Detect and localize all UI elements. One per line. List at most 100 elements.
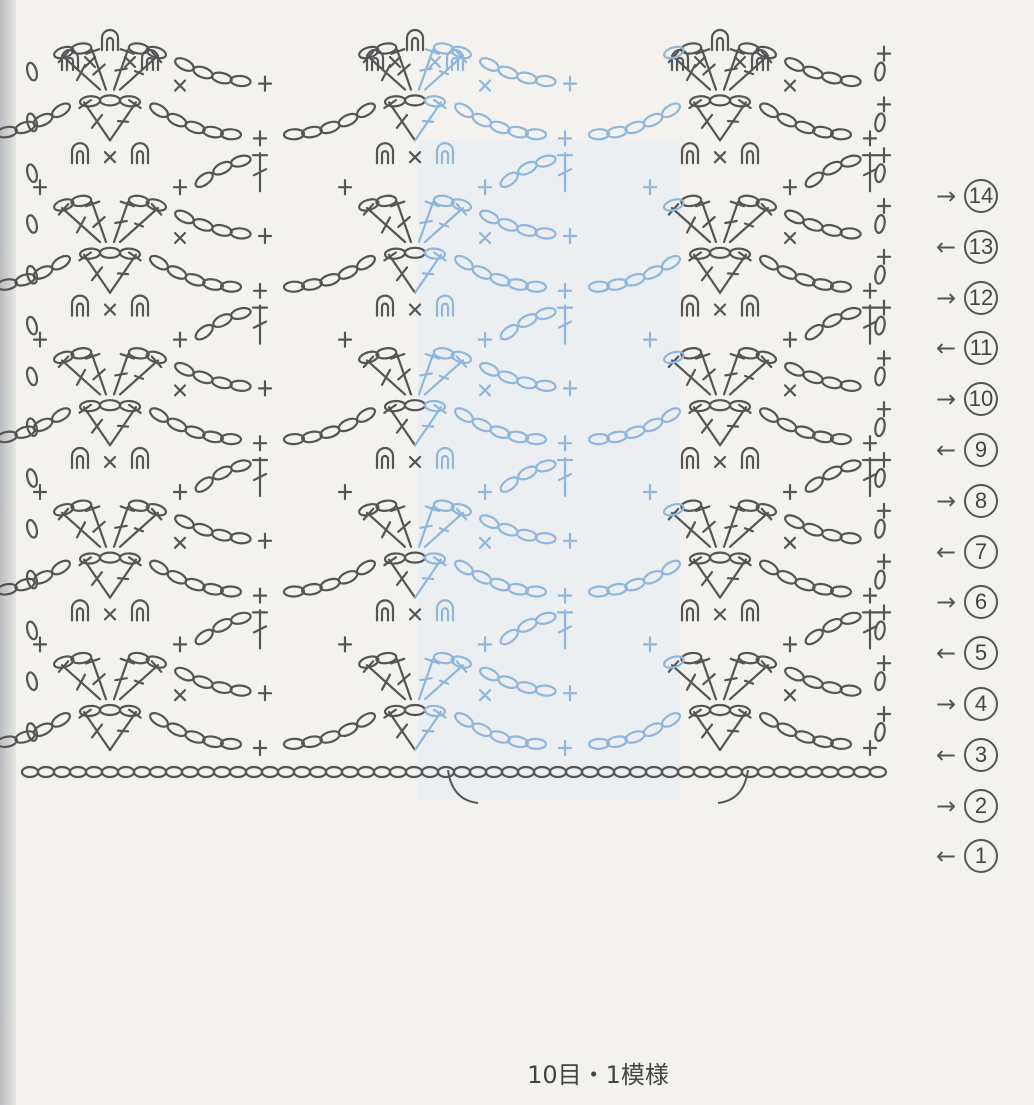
chain-stitch — [728, 247, 752, 260]
single-crochet-stitch — [252, 587, 268, 604]
row-label-7: ←7 — [928, 534, 1028, 570]
chain-stitch — [219, 280, 243, 293]
single-crochet-stitch — [876, 350, 892, 367]
chain-stitch — [524, 432, 548, 446]
picot-loop — [435, 599, 455, 622]
treble-stitch — [718, 556, 752, 599]
chain-stitch — [14, 120, 36, 135]
treble-stitch — [112, 352, 135, 396]
chain-stitch — [708, 94, 732, 107]
treble-stitch — [556, 609, 574, 650]
treble-stitch — [108, 403, 142, 447]
single-crochet-stitch — [876, 451, 892, 469]
single-crochet-stitch — [642, 483, 658, 501]
slip-stitch-cross — [173, 689, 187, 702]
chain-stitch — [358, 502, 380, 517]
treble-stitch — [695, 657, 718, 701]
treble-stitch — [251, 456, 269, 498]
foundation-chain — [692, 765, 712, 779]
row-number: 7 — [964, 534, 998, 569]
single-crochet-stitch — [876, 299, 892, 316]
foundation-chain — [132, 765, 152, 779]
single-crochet-stitch — [562, 532, 578, 549]
chain-stitch — [606, 582, 628, 596]
picot-loop — [70, 294, 90, 317]
picot-loop — [60, 48, 80, 72]
chain-stitch — [534, 74, 557, 88]
chain-stitch — [829, 737, 853, 751]
picot-loop — [130, 142, 150, 165]
chain-stitch — [820, 223, 843, 237]
chain-stitch — [499, 171, 519, 189]
slip-stitch-cross — [713, 151, 727, 164]
foundation-chain — [68, 765, 88, 779]
treble-stitch — [383, 251, 417, 294]
chain-stitch — [174, 514, 195, 530]
chain-stitch — [784, 57, 805, 72]
chain-stitch — [210, 223, 233, 237]
chain-stitch — [587, 280, 611, 293]
chain-stitch — [337, 417, 359, 433]
single-crochet-stitch — [257, 532, 273, 549]
picot-inner — [685, 302, 695, 317]
row-number: 12 — [964, 280, 998, 315]
foundation-chain — [164, 765, 184, 779]
picot-loop — [680, 142, 700, 165]
single-crochet-stitch — [876, 147, 892, 164]
chain-stitch — [728, 399, 752, 413]
chain-stitch — [663, 655, 685, 669]
chain-stitch — [14, 730, 36, 744]
foundation-chain — [196, 765, 216, 779]
chain-stitch — [202, 582, 224, 596]
chain-stitch — [184, 273, 206, 287]
treble-stitch — [413, 251, 447, 294]
picot-loop — [365, 48, 385, 72]
chain-stitch — [210, 528, 233, 542]
chain-stitch — [794, 577, 816, 592]
chain-stitch — [202, 125, 224, 139]
chain-stitch — [423, 552, 447, 565]
chain-stitch — [624, 120, 646, 135]
foundation-chain — [708, 765, 728, 779]
single-crochet-stitch — [876, 553, 892, 570]
chain-stitch — [229, 227, 252, 240]
chain-stitch — [587, 585, 611, 598]
picot-inner — [685, 454, 695, 470]
row-direction-arrow: → — [935, 385, 957, 414]
picot-loop — [670, 48, 690, 72]
foundation-chain — [820, 765, 840, 779]
chain-stitch — [0, 125, 18, 139]
slip-stitch-cross — [478, 79, 492, 92]
chain-stitch — [25, 722, 39, 742]
chain-stitch — [53, 655, 75, 669]
chain-stitch — [98, 703, 122, 717]
chain-stitch — [680, 347, 703, 360]
chain-stitch — [192, 65, 214, 80]
chain-stitch — [489, 425, 511, 439]
treble-stitch — [722, 657, 745, 701]
row-direction-arrow: → — [935, 588, 957, 617]
chain-stitch — [804, 476, 824, 493]
treble-stitch — [85, 505, 108, 548]
picot-inner — [370, 56, 380, 72]
slip-stitch-cross — [408, 151, 422, 164]
chain-stitch — [118, 399, 142, 413]
slip-stitch-cross — [173, 536, 187, 549]
treble-stitch — [383, 708, 417, 752]
foundation-chain — [868, 765, 888, 779]
chain-stitch — [642, 112, 664, 128]
single-crochet-stitch — [642, 331, 658, 348]
chain-stitch — [804, 323, 824, 341]
row-number: 1 — [964, 839, 998, 874]
slip-stitch-cross — [388, 55, 402, 69]
chain-stitch — [355, 712, 377, 728]
row-label-13: ←13 — [928, 229, 1028, 265]
chain-stitch — [319, 120, 341, 135]
chain-stitch — [375, 651, 398, 665]
slip-stitch-cross — [173, 231, 187, 245]
chain-stitch — [25, 112, 39, 133]
picot-loop — [375, 294, 395, 317]
row-number: 2 — [964, 788, 998, 823]
treble-stitch — [556, 304, 574, 345]
